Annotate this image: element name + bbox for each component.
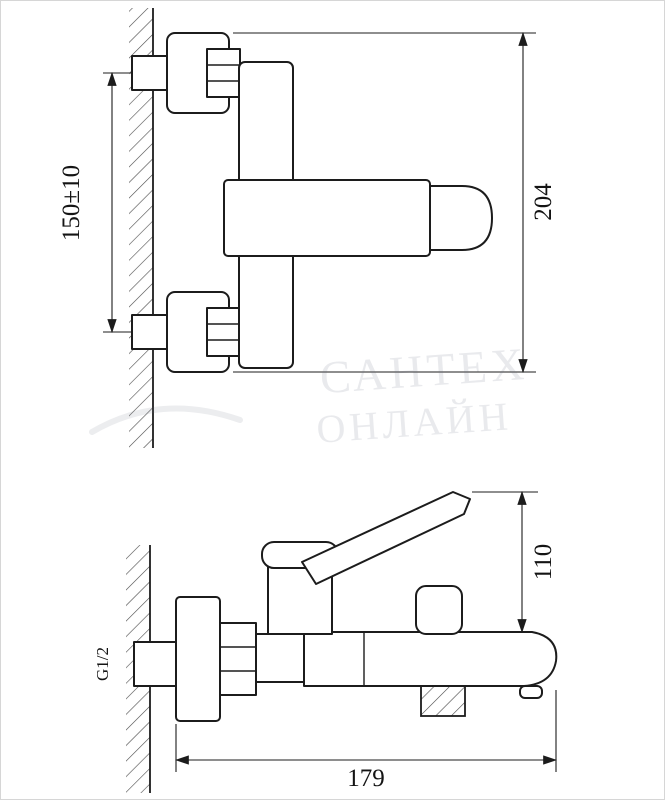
upper-wall-nut	[131, 55, 169, 91]
spout-body-side	[303, 631, 558, 687]
body-connector-side	[255, 633, 305, 683]
spout-aerator	[519, 685, 543, 699]
dim-height-label: 110	[530, 544, 557, 581]
lower-wall-nut	[131, 314, 169, 350]
hex-nut-side	[219, 622, 257, 696]
spout-end-cap	[429, 185, 493, 251]
side-view: G1/2 110	[93, 490, 558, 793]
dim-length-label: 179	[347, 765, 385, 792]
watermark: САНТЕХ ОНЛАЙН	[89, 338, 530, 452]
handle-lever	[301, 491, 471, 585]
watermark-swoosh	[89, 405, 243, 435]
dimension-height-110: 110	[472, 490, 557, 634]
dim-center-distance-label: 150±10	[58, 165, 85, 241]
watermark-line-2: ОНЛАЙН	[315, 393, 513, 452]
thread-size-label: G1/2	[93, 647, 112, 681]
upper-hex-connector	[206, 48, 241, 98]
lower-hex-connector	[206, 307, 241, 357]
dim-total-height-label: 204	[530, 183, 557, 221]
dimension-total-height: 204	[233, 31, 557, 374]
dimension-length-179: 179	[174, 690, 558, 792]
diverter-knob	[415, 585, 463, 635]
dimension-center-distance: 150±10	[58, 71, 131, 334]
front-view: 150±10 204	[58, 8, 557, 448]
shower-outlet-threads	[420, 685, 466, 717]
escutcheon-side	[175, 596, 221, 722]
spout-bar-front	[223, 179, 431, 257]
wall-pipe-g12	[133, 641, 177, 687]
